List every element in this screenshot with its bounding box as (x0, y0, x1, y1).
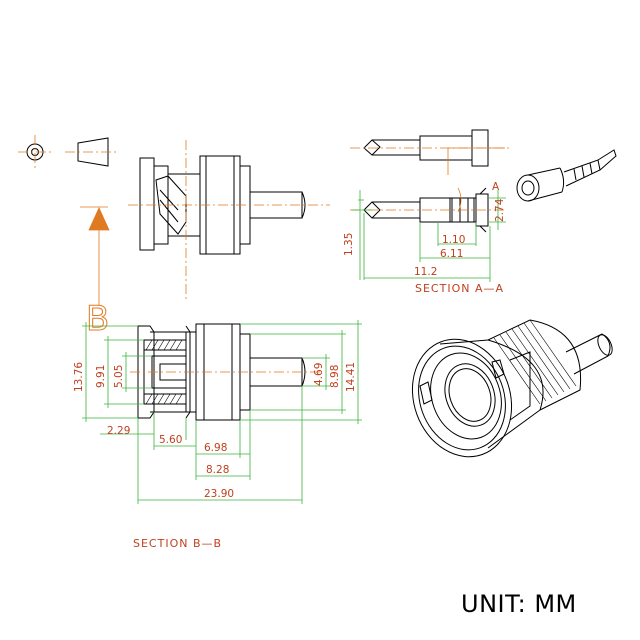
contact-pin-section: A (350, 181, 505, 233)
dim-2-74: 2.74 (494, 198, 506, 222)
contact-pin-upper (350, 129, 510, 175)
dim-23-90: 23.90 (204, 488, 234, 500)
dim-9-91: 9.91 (95, 365, 107, 388)
connector-side-view (128, 140, 330, 300)
dim-14-41: 14.41 (345, 362, 357, 392)
dim-5-60: 5.60 (159, 434, 182, 446)
third-angle-projection-icon (18, 135, 118, 170)
dim-6-11: 6.11 (440, 248, 463, 260)
dim-2-29: 2.29 (107, 425, 130, 437)
contact-pin-dimensions: 1.35 11.2 1.10 6.11 2.74 (343, 190, 506, 282)
dim-13-76: 13.76 (73, 362, 85, 392)
section-b-caption: SECTION B—B (133, 537, 222, 550)
connector-isometric-view (411, 319, 613, 458)
dim-1-10: 1.10 (442, 234, 465, 246)
pin-isometric-view (516, 149, 617, 202)
dim-5-05: 5.05 (113, 365, 125, 388)
dim-1-35: 1.35 (343, 233, 355, 256)
dim-6-98: 6.98 (204, 442, 227, 454)
dim-8-98: 8.98 (329, 365, 341, 388)
section-a-marker: A (492, 181, 500, 193)
dim-11-2: 11.2 (414, 266, 437, 278)
section-b-letter: B (86, 299, 109, 339)
unit-label: UNIT: MM (461, 590, 577, 618)
cross-section-dimensions: 13.76 9.91 5.05 4.69 8.98 14.41 2.29 5.6… (73, 320, 362, 504)
dim-8-28: 8.28 (206, 464, 229, 476)
connector-cross-section (130, 323, 320, 421)
dim-4-69: 4.69 (313, 363, 325, 386)
section-a-caption: SECTION A—A (415, 282, 504, 295)
section-b-marker: B (80, 206, 110, 340)
